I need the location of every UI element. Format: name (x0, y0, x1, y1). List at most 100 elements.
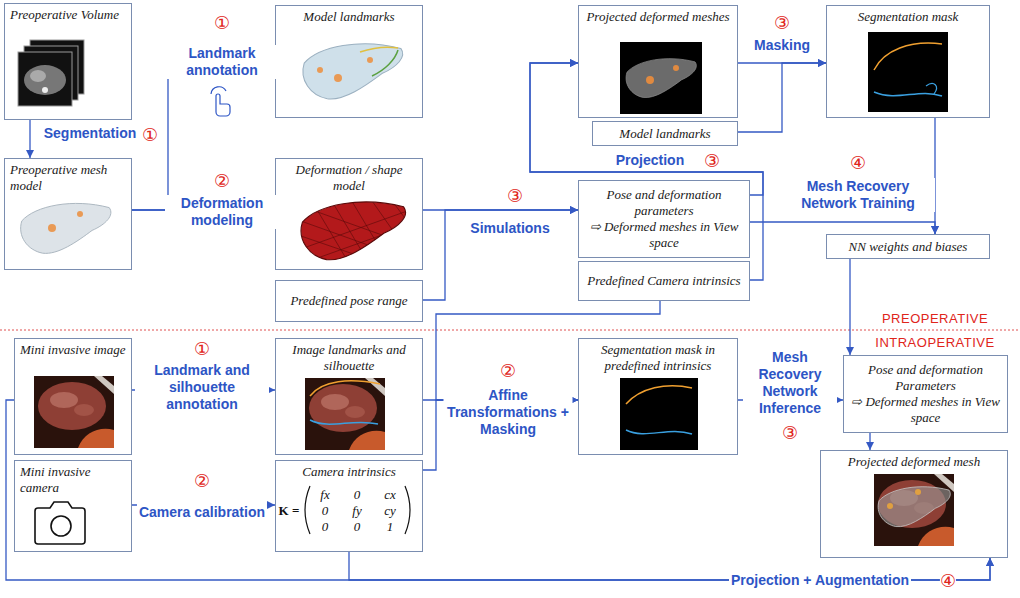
matrix-cell: 0 (322, 519, 329, 534)
callout-number: ① (214, 13, 230, 32)
mask-background (868, 32, 948, 112)
camera-lens (51, 516, 71, 536)
landmark-dot (334, 74, 342, 82)
figure-panel: Mini invasive image (14, 338, 132, 455)
step-label: Landmark annotation (165, 45, 279, 79)
ct-slice (18, 52, 72, 106)
overlay-figure (874, 474, 954, 546)
phase-divider (0, 330, 1020, 331)
box-title: Deformation / shape model (281, 162, 417, 194)
landmark-dot (887, 503, 893, 509)
box-title: Mini invasive camera (20, 464, 126, 496)
ct-spine (42, 87, 48, 93)
callout-number: ③ (704, 151, 720, 170)
deformation-model-figure (298, 198, 410, 270)
callout-number: ② (214, 171, 230, 190)
right-bracket (405, 486, 410, 534)
step-label: Deformation modeling (165, 195, 279, 229)
landmark-dot (48, 224, 56, 232)
box-title: Segmentation mask (832, 9, 984, 25)
figure-panel: Mini invasive camera (14, 460, 132, 552)
box-title: Projected deformed mesh (826, 454, 1002, 470)
ridge-line (372, 50, 398, 76)
projected-mesh-figure (620, 42, 702, 114)
box-title: Model landmarks (598, 126, 732, 142)
projected-liver (878, 487, 950, 527)
figure-panel: Model landmarks (275, 5, 423, 118)
step-label: Projection (614, 152, 686, 169)
box-title: Pose and deformation Parameters (849, 362, 1002, 394)
endoscope-frame (305, 378, 385, 450)
landmark-dot (77, 211, 83, 217)
process-box: Pose and deformation parameters⇨ Deforme… (578, 180, 750, 258)
matrix-cell: cy (384, 503, 396, 518)
landmark-dot (646, 76, 654, 84)
landmark-dot (915, 489, 921, 495)
process-box: Predefined pose range (275, 280, 423, 322)
figure-panel: Deformation / shape model (275, 158, 423, 270)
callout-number: ① (194, 339, 210, 358)
figure-panel: Preoperative mesh model (4, 158, 132, 270)
step-label: Mesh Recovery Network Training (781, 178, 935, 212)
box-title: Preoperative mesh model (10, 162, 126, 194)
silhouette-curve (310, 381, 380, 396)
mask-background (620, 378, 698, 450)
phase-label: PREOPERATIVE (882, 311, 988, 326)
matrix-cell: 0 (322, 503, 329, 518)
hand-icon (211, 87, 230, 116)
ct-body (24, 65, 66, 95)
landmark-dot (367, 57, 373, 63)
callout-number: ④ (850, 153, 866, 172)
box-title: Pose and deformation parameters (584, 187, 744, 219)
matrix-cell: 0 (354, 519, 361, 534)
figure-panel: Projected deformed meshes (578, 5, 738, 118)
figure-panel: Segmentation mask in predefined intrinsi… (578, 338, 738, 455)
box-title: Mini invasive image (20, 342, 126, 358)
left-bracket (305, 486, 310, 534)
process-box: Model landmarks (592, 121, 738, 146)
intraop-mask-figure (620, 378, 698, 450)
box-title: Predefined Camera intrinsics (584, 273, 744, 289)
box-title: Camera intrinsics (281, 464, 417, 480)
figure-panel: Projected deformed mesh (820, 450, 1008, 558)
figure-panel: Segmentation mask (826, 5, 990, 118)
liver-shape (21, 203, 111, 253)
flow-connector (132, 63, 275, 210)
box-title: Segmentation mask in predefined intrinsi… (584, 342, 732, 374)
callout-number: ② (500, 361, 516, 380)
box-text: ⇨ Deformed meshes in View space (584, 219, 744, 251)
ligament-line (360, 47, 398, 52)
box-title: Predefined pose range (281, 293, 417, 309)
flow-connector (849, 259, 850, 355)
process-box: Predefined Camera intrinsics (578, 261, 750, 301)
mesh-lines (298, 198, 410, 270)
flow-connector (530, 63, 763, 280)
endoscope-frame (34, 376, 114, 448)
liver-shape (301, 202, 405, 260)
ridge-curve (874, 92, 942, 96)
flow-connector (29, 120, 30, 158)
ct-volume-stack (18, 40, 84, 106)
step-label: Camera calibration (137, 504, 267, 521)
figure-panel: Preoperative Volume (4, 3, 132, 120)
hand-shape (216, 94, 230, 116)
liver-shape (303, 44, 403, 99)
segmentation-mask-figure (868, 32, 948, 112)
step-label: Segmentation (42, 125, 139, 142)
render-background (620, 42, 702, 114)
process-box: Pose and deformation Parameters⇨ Deforme… (843, 355, 1008, 433)
landmark-dot (673, 65, 679, 71)
flow-connector (423, 210, 578, 300)
flow-connector (869, 433, 870, 450)
phase-label: INTRAOPERATIVE (875, 335, 994, 350)
annotated-image (305, 378, 385, 450)
matrix-cell: cx (384, 487, 396, 502)
figure-panel: Image landmarks and silhouette (275, 338, 423, 455)
flow-connector (530, 63, 763, 195)
matrix-brackets (305, 486, 410, 534)
landmark-dot (317, 67, 323, 73)
matrix-cell: 0 (354, 487, 361, 502)
step-label: Landmark and silhouette annotation (135, 362, 269, 413)
endoscope-frame (874, 474, 954, 546)
